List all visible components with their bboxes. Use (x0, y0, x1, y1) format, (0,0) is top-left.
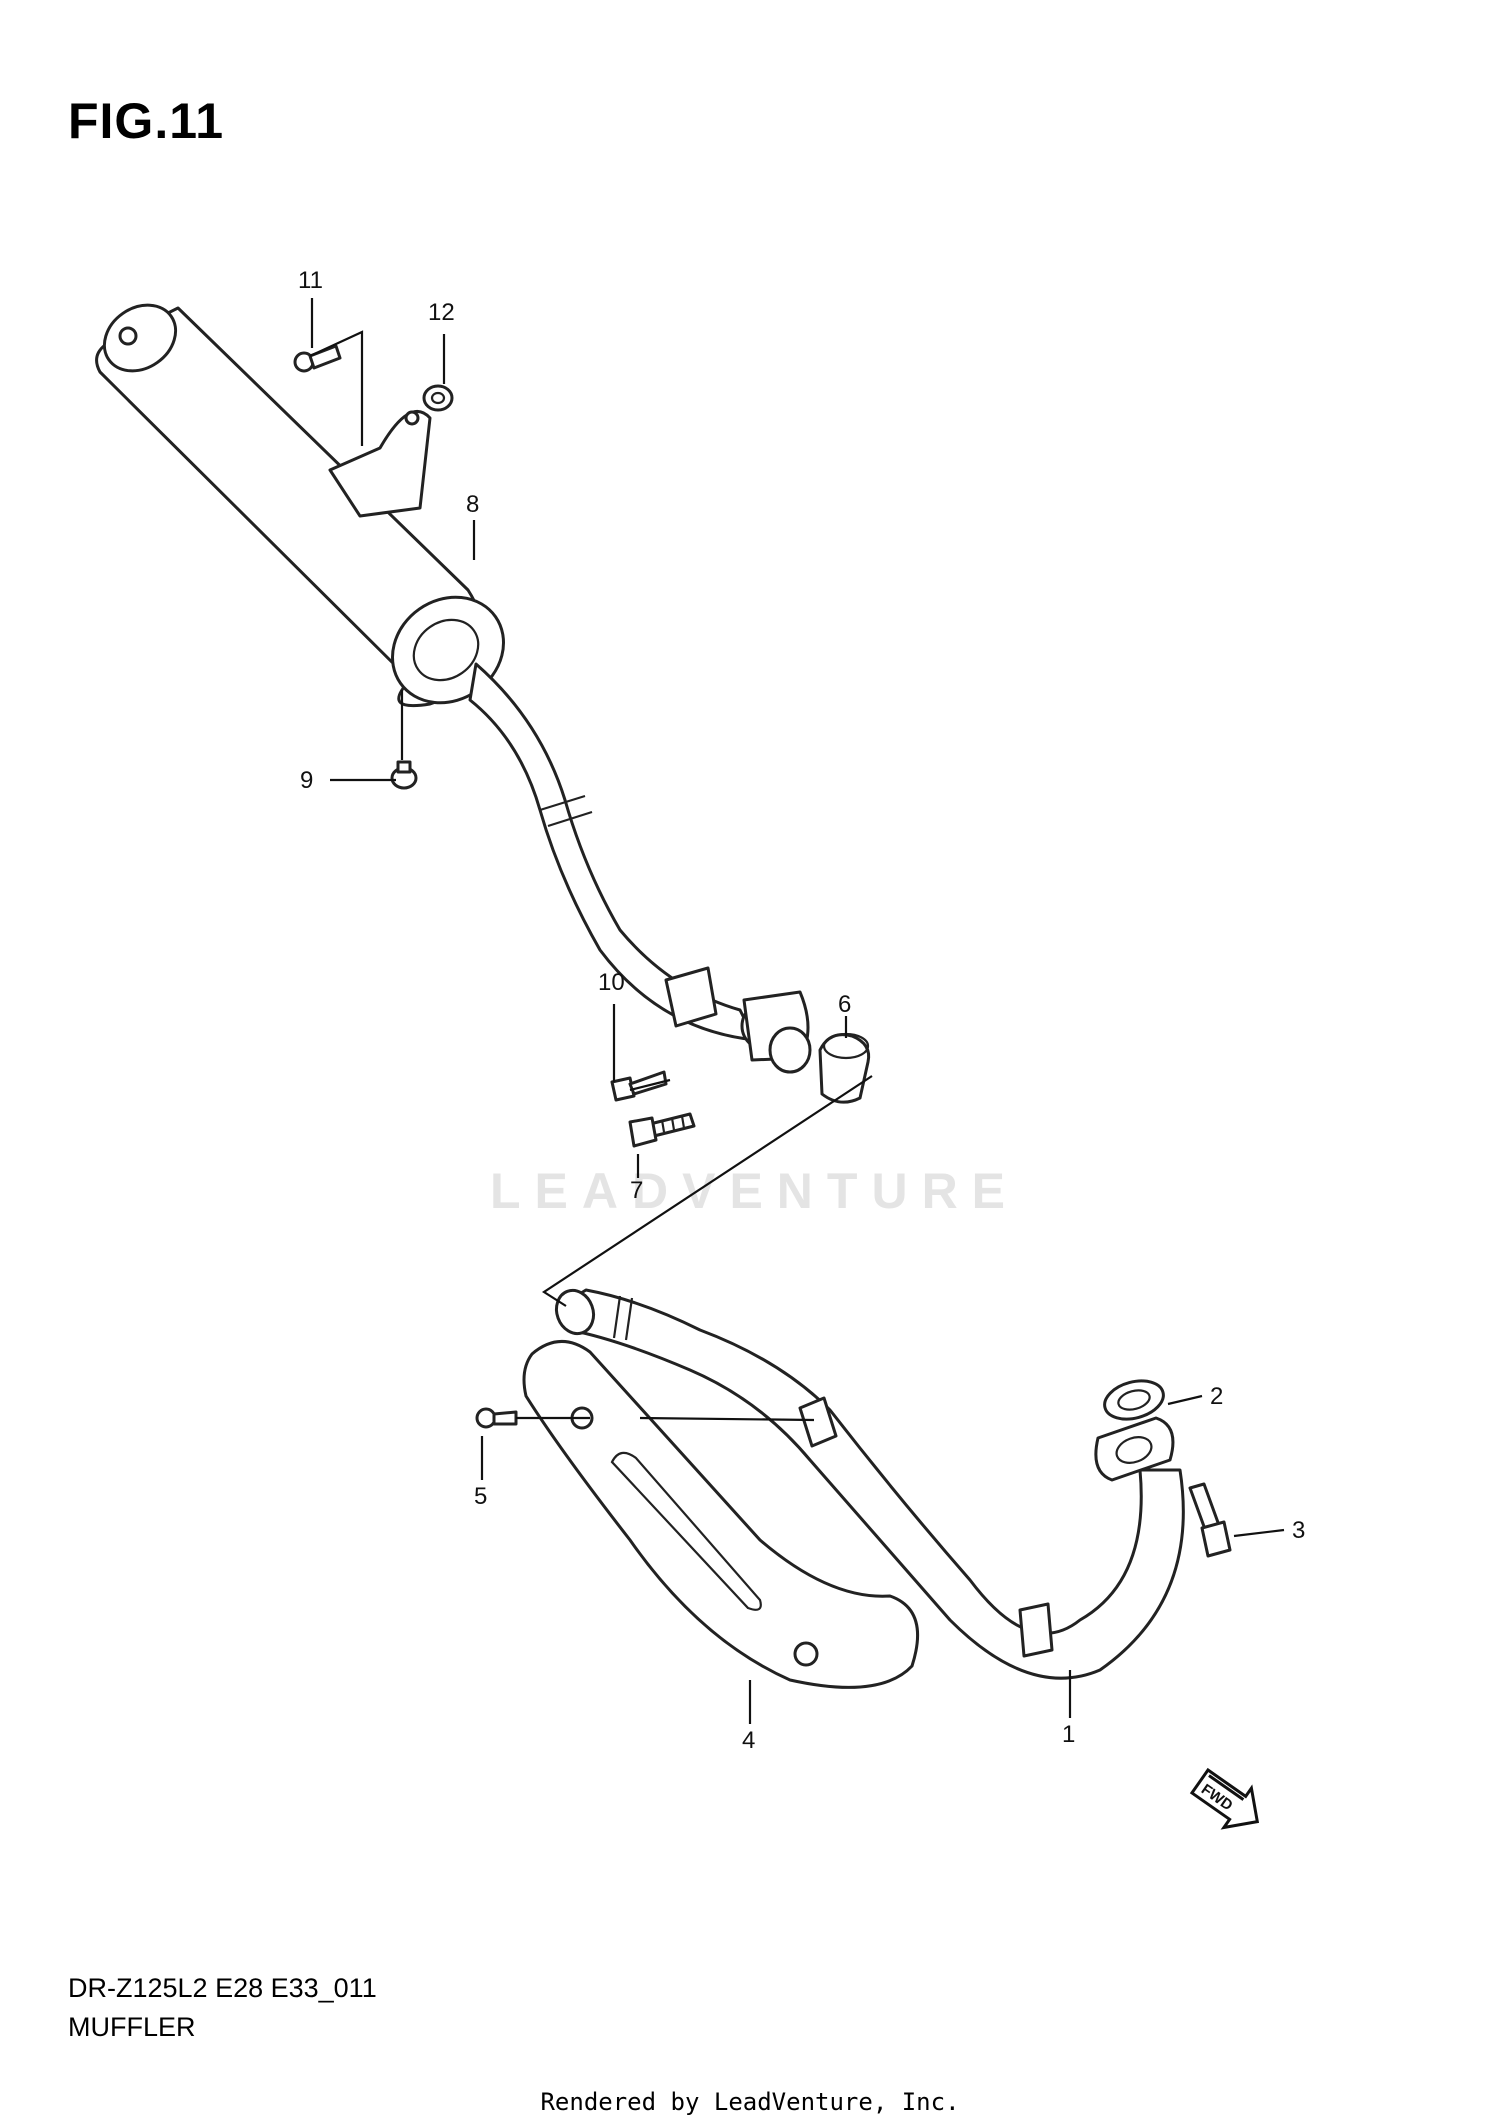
bolt-10 (610, 1070, 668, 1102)
nut-12 (422, 384, 454, 412)
callout-8: 8 (466, 491, 479, 518)
callout-2: 2 (1210, 1383, 1223, 1410)
watermark-text: LEADVENTURE (490, 1163, 1020, 1219)
exhaust-pipe (554, 1288, 1185, 1680)
screw-5 (475, 1407, 518, 1429)
callout-9: 9 (300, 767, 313, 794)
callout-10: 10 (598, 969, 625, 996)
bolt-3 (1188, 1482, 1232, 1558)
callout-4: 4 (742, 1727, 755, 1754)
pipe-clamp (664, 966, 812, 1074)
rendered-by-footer: Rendered by LeadVenture, Inc. (540, 2088, 960, 2116)
callout-12: 12 (428, 299, 455, 326)
figure-title: FIG.11 (68, 93, 225, 149)
bolt-7 (628, 1112, 696, 1148)
callout-7: 7 (630, 1177, 643, 1204)
bolt-11 (293, 344, 342, 373)
callout-3: 3 (1292, 1517, 1305, 1544)
muffler-bracket (328, 410, 432, 518)
gasket (818, 1032, 871, 1104)
model-code: DR-Z125L2 E28 E33_011 (68, 1973, 377, 2003)
leader-lines (309, 298, 1285, 1724)
callout-6: 6 (838, 991, 851, 1018)
figure-name: MUFFLER (68, 2012, 196, 2042)
header-flange (1094, 1416, 1175, 1482)
callout-11: 11 (298, 267, 323, 294)
bolt-9 (390, 760, 418, 790)
callout-labels: 11 12 8 9 10 6 7 2 3 5 4 1 (298, 267, 1305, 1754)
fwd-arrow-icon: FWD (1189, 1767, 1260, 1830)
callout-1: 1 (1062, 1721, 1075, 1748)
callout-5: 5 (474, 1483, 487, 1510)
header-gasket (1103, 1379, 1165, 1421)
